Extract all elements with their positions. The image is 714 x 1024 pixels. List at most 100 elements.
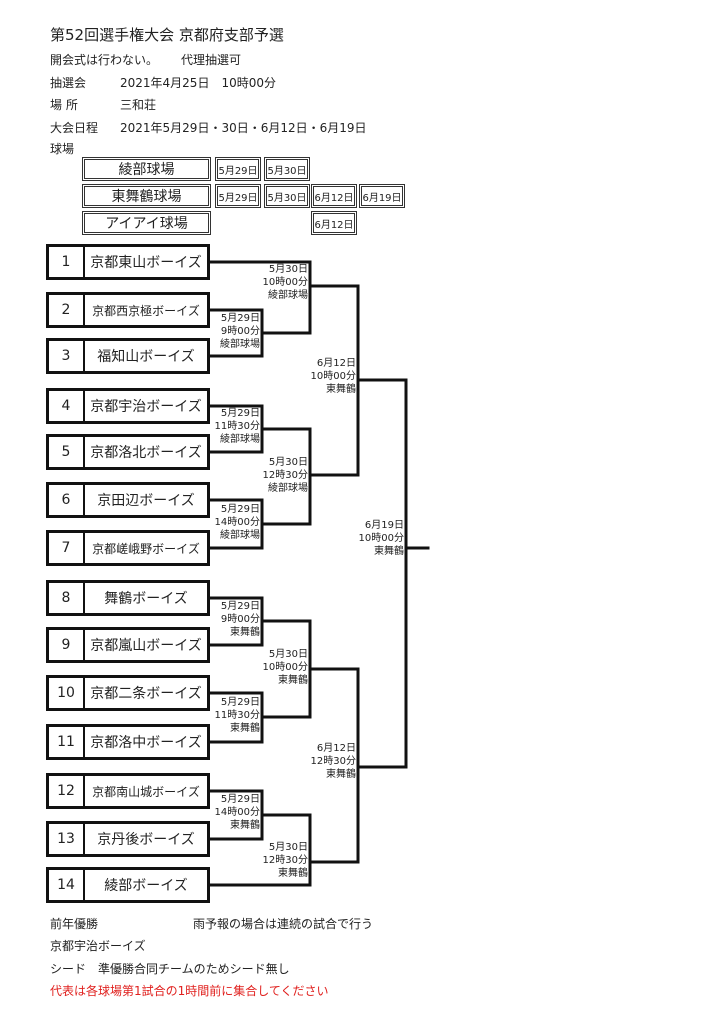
draw-value: 2021年4月25日 10時00分	[120, 76, 276, 90]
team-name: 舞鶴ボーイズ	[104, 591, 188, 607]
match-venue: 東舞鶴	[326, 384, 356, 395]
team-name: 京都二条ボーイズ	[90, 686, 202, 702]
team-slot-2: 2 京都西京極ボーイズ	[46, 292, 210, 328]
match-venue: 東舞鶴	[326, 769, 356, 780]
team-slot-8: 8 舞鶴ボーイズ	[46, 580, 210, 616]
match-date: 5月30日	[268, 457, 308, 468]
place-label: 場 所	[50, 98, 78, 112]
team-slot-1: 1 京都東山ボーイズ	[46, 244, 210, 280]
match-venue: 綾部球場	[268, 290, 308, 301]
team-name: 京都西京極ボーイズ	[92, 303, 200, 318]
match-time: 9時00分	[220, 326, 260, 337]
match-venue: 綾部球場	[220, 339, 260, 350]
place-value: 三和荘	[120, 98, 157, 112]
seed-number: 10	[49, 678, 85, 708]
match-date: 5月29日	[220, 313, 260, 324]
seed-number: 1	[49, 247, 85, 277]
venue-higashimaizuru-date-2: 5月30日	[264, 184, 310, 208]
match-time: 14時00分	[214, 517, 260, 528]
seed-number: 9	[49, 630, 85, 660]
match-time: 12時30分	[262, 855, 308, 866]
team-name: 京都嵐山ボーイズ	[90, 638, 202, 654]
match-info: 6月19日 10時00分東舞鶴	[359, 519, 404, 558]
match-time: 9時00分	[220, 614, 260, 625]
team-slot-5: 5 京都洛北ボーイズ	[46, 434, 210, 470]
match-time: 12時30分	[262, 470, 308, 481]
seed-note: シード 準優勝合同チームのためシード無し	[50, 962, 290, 976]
match-info: 5月30日 12時30分東舞鶴	[263, 841, 308, 880]
match-date: 6月12日	[316, 743, 356, 754]
match-info: 5月29日 11時30分東舞鶴	[215, 696, 260, 735]
match-date: 6月12日	[316, 358, 356, 369]
seed-number: 14	[49, 870, 85, 900]
seed-number: 13	[49, 824, 85, 854]
venue-ayabe: 綾部球場	[82, 157, 211, 181]
team-slot-13: 13 京丹後ボーイズ	[46, 821, 210, 857]
match-info: 5月29日 9時00分綾部球場	[220, 312, 260, 351]
team-slot-10: 10 京都二条ボーイズ	[46, 675, 210, 711]
team-name: 京都宇治ボーイズ	[90, 399, 202, 415]
match-info: 6月12日 10時00分東舞鶴	[311, 357, 356, 396]
match-date: 5月29日	[220, 601, 260, 612]
match-venue: 東舞鶴	[230, 820, 260, 831]
venue-higashimaizuru-date-1: 5月29日	[215, 184, 261, 208]
venue-aiai: アイアイ球場	[82, 211, 211, 235]
seed-number: 11	[49, 727, 85, 757]
match-date: 5月30日	[268, 842, 308, 853]
match-venue: 東舞鶴	[230, 723, 260, 734]
venue-ayabe-date-1: 5月29日	[215, 157, 261, 181]
match-time: 11時30分	[214, 421, 260, 432]
team-slot-4: 4 京都宇治ボーイズ	[46, 388, 210, 424]
match-date: 5月30日	[268, 649, 308, 660]
rain-note: 雨予報の場合は連続の試合で行う	[193, 917, 374, 931]
team-slot-9: 9 京都嵐山ボーイズ	[46, 627, 210, 663]
seed-number: 3	[49, 341, 85, 371]
match-venue: 綾部球場	[268, 483, 308, 494]
stadium-label: 球場	[50, 142, 75, 156]
match-venue: 綾部球場	[220, 434, 260, 445]
match-info: 5月29日 9時00分東舞鶴	[221, 600, 260, 639]
seed-number: 4	[49, 391, 85, 421]
venue-ayabe-date-2: 5月30日	[264, 157, 310, 181]
team-name: 京都東山ボーイズ	[90, 255, 202, 271]
team-name: 京丹後ボーイズ	[97, 832, 195, 848]
match-venue: 東舞鶴	[374, 546, 404, 557]
seed-number: 7	[49, 533, 85, 563]
team-name: 京都嵯峨野ボーイズ	[92, 541, 200, 556]
venue-higashimaizuru-date-4: 6月19日	[359, 184, 405, 208]
match-time: 10時00分	[310, 371, 356, 382]
team-name: 福知山ボーイズ	[97, 349, 195, 365]
match-info: 6月12日 12時30分東舞鶴	[311, 742, 356, 781]
prev-champion: 京都宇治ボーイズ	[50, 939, 146, 953]
match-date: 5月29日	[220, 794, 260, 805]
team-name: 京都洛北ボーイズ	[90, 445, 202, 461]
seed-number: 5	[49, 437, 85, 467]
prev-champion-label: 前年優勝	[50, 917, 99, 931]
venue-higashimaizuru: 東舞鶴球場	[82, 184, 211, 208]
match-venue: 綾部球場	[220, 530, 260, 541]
seed-number: 8	[49, 583, 85, 613]
seed-number: 6	[49, 485, 85, 515]
seed-number: 12	[49, 776, 85, 806]
match-time: 11時30分	[214, 710, 260, 721]
match-venue: 東舞鶴	[278, 868, 308, 879]
match-date: 6月19日	[364, 520, 404, 531]
venue-higashimaizuru-date-3: 6月12日	[311, 184, 357, 208]
match-time: 10時00分	[358, 533, 404, 544]
match-time: 10時00分	[262, 662, 308, 673]
match-time: 12時30分	[310, 756, 356, 767]
team-slot-3: 3 福知山ボーイズ	[46, 338, 210, 374]
match-info: 5月30日 12時30分綾部球場	[263, 456, 308, 495]
seed-number: 2	[49, 295, 85, 325]
draw-label: 抽選会	[50, 76, 87, 90]
match-venue: 東舞鶴	[230, 627, 260, 638]
match-date: 5月29日	[220, 697, 260, 708]
